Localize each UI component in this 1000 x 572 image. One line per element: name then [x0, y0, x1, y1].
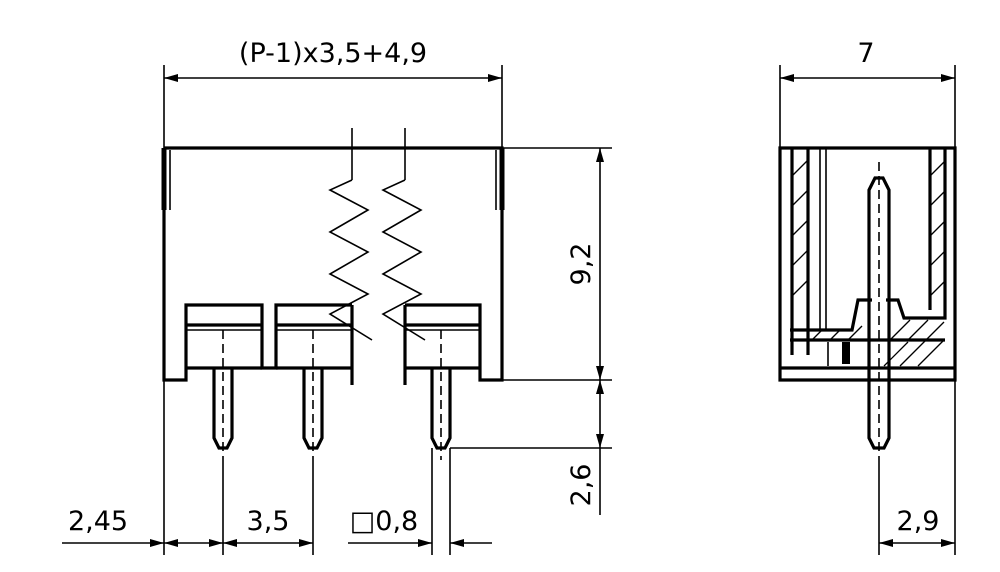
- pin-2: [302, 330, 324, 460]
- break-line-right: [381, 179, 426, 341]
- dim-pin-square: □0,8: [350, 506, 418, 537]
- dim-pin-length: 2,6: [566, 464, 597, 507]
- dim-pitch: 3,5: [247, 506, 290, 537]
- side-view: [778, 146, 957, 460]
- pin-1: [212, 330, 234, 460]
- side-pin: [867, 162, 891, 460]
- dim-height: 9,2: [566, 243, 597, 286]
- break-line-left: [328, 179, 373, 341]
- dimension-lines: [62, 65, 956, 555]
- latch-slot: [842, 342, 850, 364]
- dim-pin-offset-side: 2,9: [897, 506, 940, 537]
- dim-side-width: 7: [857, 38, 874, 69]
- dim-edge-offset: 2,45: [68, 506, 128, 537]
- pin-3: [430, 330, 452, 460]
- front-view: [161, 128, 505, 460]
- section-hatching: [792, 160, 945, 367]
- housing-outline: [162, 148, 188, 382]
- dim-total-width: (P-1)x3,5+4,9: [239, 38, 427, 69]
